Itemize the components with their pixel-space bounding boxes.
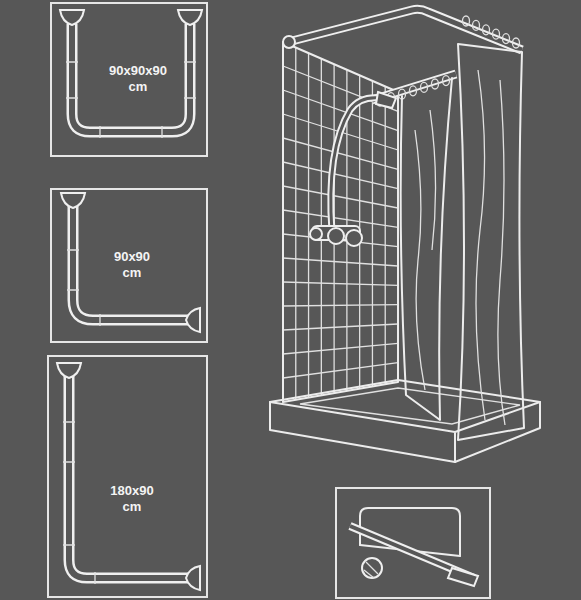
- size-panel: 90x90 cm: [50, 188, 208, 343]
- ring: [503, 34, 510, 44]
- u-rail: [60, 10, 202, 138]
- ring: [493, 29, 500, 39]
- hand: [362, 558, 382, 578]
- wall-outline: [283, 42, 398, 402]
- tile-line: [385, 86, 386, 384]
- tile-line: [283, 210, 398, 227]
- curtain-rings: [377, 16, 520, 106]
- tile-line: [283, 282, 398, 285]
- tile-line: [295, 48, 296, 400]
- saw-panel: [336, 488, 490, 598]
- tile-line: [308, 53, 309, 397]
- ring: [473, 20, 480, 30]
- ring: [443, 76, 450, 86]
- curtain-right: [458, 44, 524, 440]
- tile-line: [283, 324, 398, 330]
- size-panel: 180x90 cm: [47, 355, 208, 598]
- ring: [463, 16, 470, 26]
- tile-line: [283, 258, 398, 266]
- dimension-label: 180x90 cm: [110, 483, 153, 515]
- dimension-label: 90x90 cm: [114, 249, 150, 281]
- tile-line: [283, 343, 398, 354]
- ring: [421, 82, 428, 92]
- tile-line: [283, 363, 398, 378]
- long-l-rail: [57, 363, 200, 590]
- curtain-left: [401, 78, 452, 420]
- l-rail: [61, 193, 200, 332]
- ring: [483, 25, 490, 35]
- tile-line: [372, 81, 373, 387]
- tile-line: [283, 66, 398, 111]
- tile-line: [283, 305, 398, 306]
- tile-line: [283, 162, 398, 189]
- ring: [410, 86, 417, 96]
- size-panel: 90x90x90 cm: [50, 2, 208, 157]
- shower-illustration: [270, 9, 540, 462]
- dimension-label: 90x90x90 cm: [109, 63, 167, 95]
- tile-line: [283, 186, 398, 208]
- tray-basin: [300, 388, 520, 424]
- ring: [432, 79, 439, 89]
- ring: [513, 38, 520, 48]
- tile-wall: [283, 48, 398, 400]
